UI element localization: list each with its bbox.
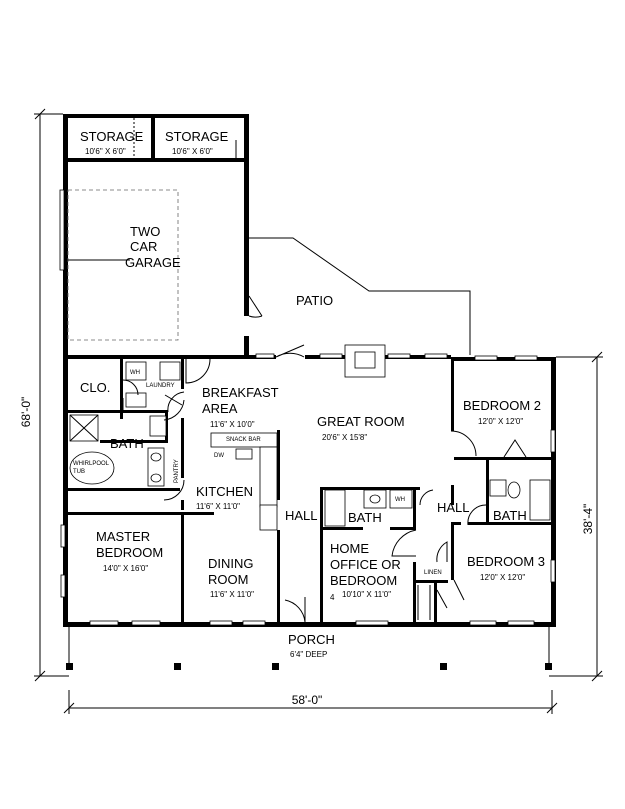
office-label-4: 4: [330, 593, 335, 602]
garage-label-2: CAR: [130, 239, 157, 254]
storage-1-label: STORAGE: [80, 129, 144, 144]
windows: [60, 353, 556, 626]
great-room-label: GREAT ROOM: [317, 414, 405, 429]
patio-label: PATIO: [296, 293, 333, 308]
porch-size: 6'4" DEEP: [290, 650, 327, 659]
master-bath-label: BATH: [110, 436, 144, 451]
breakfast-label-1: BREAKFAST: [202, 385, 279, 400]
bedroom-3-label: BEDROOM 3: [467, 554, 545, 569]
kitchen-label: KITCHEN: [196, 484, 253, 499]
whirlpool-label-2: TUB: [73, 469, 85, 475]
porch-posts: [66, 627, 552, 670]
bedroom-2-size: 12'0" X 12'0": [478, 417, 523, 426]
garage-label-3: GARAGE: [125, 255, 181, 270]
office-label-3: BEDROOM: [330, 573, 397, 588]
porch-label: PORCH: [288, 632, 335, 647]
wh-tag: WH: [130, 370, 140, 376]
overall-width-label: 58'-0": [292, 693, 323, 707]
door-swings: [122, 344, 527, 623]
laundry-label: LAUNDRY: [146, 383, 175, 389]
office-size: 10'10" X 11'0": [342, 590, 391, 599]
dining-label-2: ROOM: [208, 572, 248, 587]
fixtures: [69, 344, 551, 620]
master-bedroom-label-2: BEDROOM: [96, 545, 163, 560]
snack-bar-label: SNACK BAR: [226, 437, 261, 443]
dining-size: 11'6" X 11'0": [210, 590, 254, 599]
center-bath-label: BATH: [348, 510, 382, 525]
hall-2-label: HALL: [437, 500, 470, 515]
kitchen-size: 11'6" X 11'0": [196, 502, 240, 511]
hall-1-label: HALL: [285, 508, 318, 523]
great-room-size: 20'6" X 15'8": [322, 433, 367, 442]
patio-outline: [249, 237, 471, 355]
right-bath-label: BATH: [493, 508, 527, 523]
bedroom-2-label: BEDROOM 2: [463, 398, 541, 413]
garage-details: [59, 118, 263, 341]
office-label-2: OFFICE OR: [330, 557, 401, 572]
garage-label-1: TWO: [130, 224, 160, 239]
breakfast-label-2: AREA: [202, 401, 238, 416]
master-bedroom-size: 14'0" X 16'0": [103, 564, 148, 573]
breakfast-size: 11'6" X 10'0": [210, 420, 255, 429]
pantry-label: PANTRY: [174, 459, 180, 483]
linen-label: LINEN: [424, 570, 442, 576]
storage-2-label: STORAGE: [165, 129, 229, 144]
storage-1-size: 10'6" X 6'0": [85, 147, 126, 156]
room-labels: STORAGE 10'6" X 6'0" STORAGE 10'6" X 6'0…: [73, 129, 545, 659]
dw-label: DW: [214, 453, 224, 459]
dining-label-1: DINING: [208, 556, 254, 571]
closet-label: CLO.: [80, 380, 110, 395]
whirlpool-label-1: WHIRLPOOL: [73, 461, 110, 467]
walls: [63, 114, 556, 627]
office-label-1: HOME: [330, 541, 369, 556]
dimension-labels: 68'-0" 38'-4" 58'-0": [19, 397, 595, 707]
master-bedroom-label-1: MASTER: [96, 529, 150, 544]
center-wh-tag: WH: [395, 497, 405, 503]
dimension-lines: [34, 108, 603, 714]
overall-depth-label: 68'-0": [19, 397, 33, 428]
right-depth-label: 38'-4": [581, 504, 595, 535]
bedroom-3-size: 12'0" X 12'0": [480, 573, 525, 582]
storage-2-size: 10'6" X 6'0": [172, 147, 213, 156]
